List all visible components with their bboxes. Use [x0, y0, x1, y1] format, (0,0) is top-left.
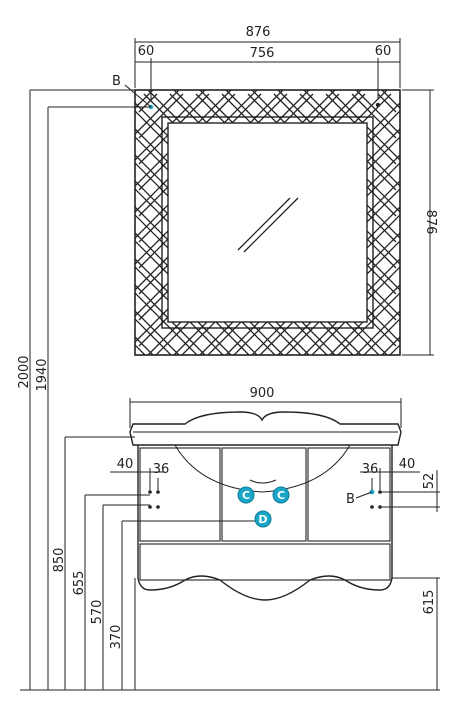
mount-hole-left-lower-2	[156, 505, 160, 509]
cabinet-left-door	[139, 447, 221, 542]
mirror-inner-frame	[161, 116, 374, 329]
mirror-inner-width-label: 756	[250, 46, 275, 61]
top-surface-height-label: 850	[52, 548, 67, 573]
mount-holes-height-label: 655	[72, 571, 87, 596]
basin-top	[129, 411, 402, 446]
connection-c-left-label: C	[242, 489, 250, 502]
mirror-hang-height-label: 1940	[35, 358, 50, 391]
mirror-left-offset-label: 60	[138, 44, 155, 59]
cabinet-bottom-height-dimension	[392, 577, 440, 690]
mirror-point-b-label: B	[112, 74, 121, 89]
mirror-glass	[167, 122, 368, 323]
cabinet-point-b-label: B	[346, 492, 355, 507]
cabinet-top-width-dimension	[129, 398, 402, 428]
connection-c-right-marker	[272, 486, 290, 504]
mirror: B	[112, 74, 401, 356]
cabinet-scalloped-bottom	[137, 575, 393, 601]
connection-markers: C C D	[237, 486, 290, 528]
cabinet-right-edge-label: 40	[399, 457, 416, 472]
mirror-height-dimension	[402, 89, 434, 356]
total-height-label: 2000	[17, 355, 32, 388]
mount-hole-left-upper-2	[156, 490, 160, 494]
left-height-dimensions	[20, 89, 440, 691]
connection-c-right-label: C	[277, 489, 285, 502]
cabinet-right-spacing-label: 36	[362, 462, 379, 477]
mount-hole-left-lower	[148, 505, 152, 509]
connection-d-height-label: 370	[109, 625, 124, 650]
cabinet-left-dimensions	[110, 468, 165, 490]
mirror-reflection-mark	[237, 197, 299, 253]
cabinet-right-dimensions	[360, 468, 440, 512]
connection-c-height-label: 570	[90, 600, 105, 625]
cabinet-bottom-height-label: 615	[422, 590, 437, 615]
mount-hole-left-upper	[148, 490, 152, 494]
vanity-cabinet	[129, 411, 402, 601]
cabinet-left-edge-label: 40	[117, 457, 134, 472]
connection-d-label: D	[258, 513, 267, 526]
cabinet-center-door	[221, 447, 307, 542]
mirror-right-offset-label: 60	[375, 44, 392, 59]
siphon-outlet	[249, 479, 277, 484]
cabinet-left-spacing-label: 36	[153, 462, 170, 477]
basin-bowl	[174, 444, 351, 493]
cabinet-right-door	[307, 447, 391, 542]
cabinet-right-vertical-label: 52	[422, 473, 437, 490]
mirror-hole-right	[375, 102, 381, 108]
cabinet-top-width-label: 900	[250, 386, 275, 401]
mirror-outer-frame	[134, 89, 401, 356]
mirror-width-label: 876	[246, 25, 271, 40]
cabinet-drawer	[139, 543, 391, 581]
mount-hole-right-lower	[370, 505, 374, 509]
mirror-height-label: 876	[423, 210, 438, 235]
mirror-top-dimensions	[134, 38, 401, 100]
connection-c-left-marker	[237, 486, 255, 504]
connection-d-marker	[254, 510, 272, 528]
